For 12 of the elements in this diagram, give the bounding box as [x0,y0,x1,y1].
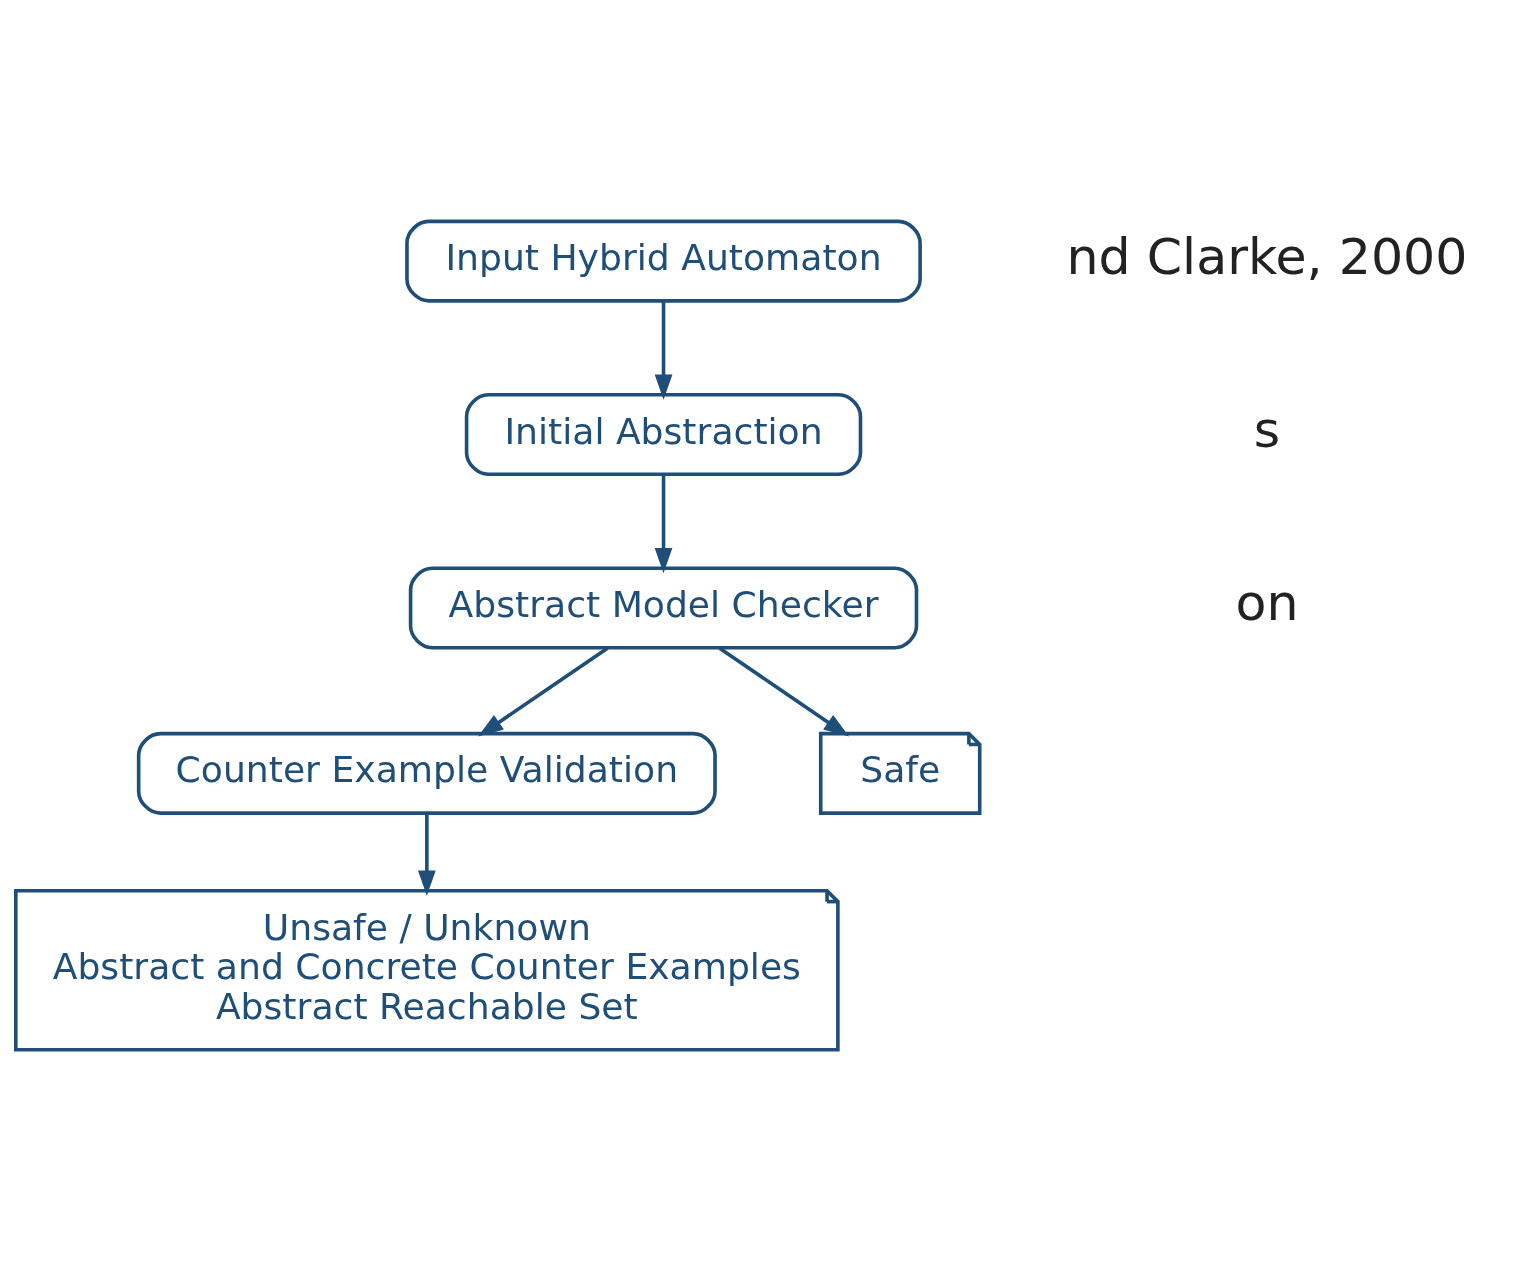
arrow [417,813,436,896]
node-box: Input Hybrid Automaton [405,219,922,303]
label: on [1235,573,1299,633]
arrow [654,474,673,574]
arrow [718,646,850,737]
label: s [1253,400,1281,460]
node-box: Initial Abstraction [464,393,863,477]
arrow [478,646,609,737]
node-box: Counter Example Validation [136,731,717,815]
node-box: Abstract Model Checker [408,566,919,650]
arrow [654,301,673,400]
label: nd Clarke, 2000 [1066,226,1468,286]
